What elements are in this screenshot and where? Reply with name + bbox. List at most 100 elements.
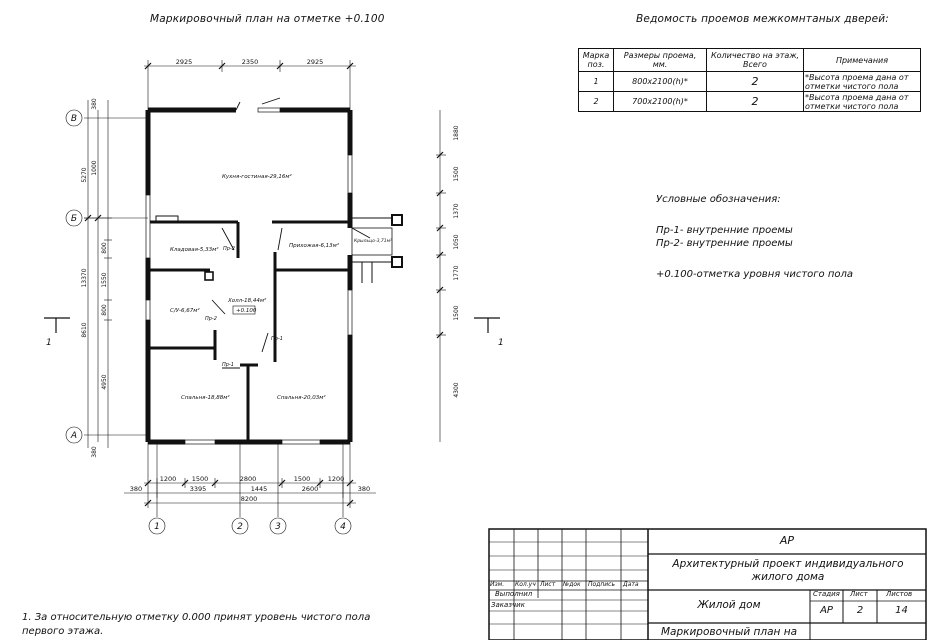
axis-bubble-4: 4	[340, 522, 346, 532]
level-mark: +0.100	[236, 308, 257, 314]
axis-bubble-a: А	[70, 431, 77, 441]
header-mark: Марка поз.	[578, 48, 614, 72]
door-tag: Пр-2	[205, 316, 217, 322]
dim-right: 1370	[453, 203, 460, 218]
dim-bottom-total: 8200	[241, 495, 258, 503]
plan-title: Маркировочный план на отметке +0.100	[150, 13, 385, 25]
dim-left: 380	[91, 98, 98, 110]
stamp-sheet-label: Лист	[850, 590, 868, 598]
dim-top: 2350	[242, 58, 259, 66]
stamp-col-header: Изм.	[490, 581, 505, 588]
row-qty: 2	[706, 91, 804, 112]
row-note: *Высота проема дана от отметки чистого п…	[803, 91, 921, 112]
axis-bubble-v: В	[71, 114, 77, 124]
title-block: Изм. Кол.уч Лист №док Подпись Дата Выпол…	[488, 528, 927, 640]
dim-bottom: 2800	[240, 475, 257, 483]
table-header-row: Марка поз. Размеры проема, мм. Количеств…	[578, 48, 921, 72]
legend-title: Условные обозначения:	[656, 194, 781, 205]
stamp-sheet-name: Маркировочный план на	[660, 626, 798, 638]
dim-left: 5270	[81, 167, 88, 182]
dim-left: 8610	[81, 322, 88, 337]
header-size: Размеры проема, мм.	[613, 48, 707, 72]
table-row: 1 800х2100(h)* 2 *Высота проема дана от …	[578, 71, 921, 92]
stamp-sheet: 2	[856, 605, 864, 616]
dim-left: 1000	[91, 160, 98, 175]
interior-walls	[150, 220, 350, 442]
room-hall-label: Холл-18,44м²	[227, 297, 267, 304]
outer-walls	[145, 107, 353, 445]
dim-left: 1550	[101, 272, 108, 287]
room-kitchen-label: Кухня-гостиная-29,16м²	[222, 173, 293, 180]
dim-left: 380	[91, 446, 98, 458]
stamp-role: Заказчик	[491, 601, 525, 609]
stamp-col-header: Кол.уч	[515, 581, 536, 588]
dim-bottom: 380	[130, 485, 142, 493]
legend: Условные обозначения: Пр-1- внутренние п…	[656, 193, 853, 281]
room-bedroom2-label: Спальня-20,03м²	[277, 394, 326, 401]
dim-right: 1500	[453, 166, 460, 181]
room-bedroom1-label: Спальня-18,88м²	[181, 394, 230, 401]
door-schedule-table: Марка поз. Размеры проема, мм. Количеств…	[578, 48, 921, 112]
door-tag: Пр-1	[222, 362, 234, 368]
axis-bubble-3: 3	[275, 522, 281, 532]
row-size: 700х2100(h)*	[613, 91, 707, 112]
section-mark-right: 1	[498, 338, 504, 348]
dim-bottom: 1500	[192, 475, 209, 483]
dim-right: 4300	[453, 382, 460, 397]
legend-item: Пр-1- внутренние проемы	[656, 225, 793, 236]
legend-level: +0.100-отметка уровня чистого пола	[656, 269, 854, 280]
dim-right: 1500	[453, 305, 460, 320]
door-tag: Пр-2	[223, 246, 235, 252]
floor-plan-drawing: Кухня-гостиная-29,16м² Кладовая-5,33м² П…	[44, 58, 504, 535]
row-mark: 1	[578, 71, 614, 92]
dim-left: 800	[101, 242, 108, 254]
dim-top: 2925	[176, 58, 193, 66]
header-notes: Примечания	[803, 48, 921, 72]
general-notes: 1. За относительную отметку 0.000 принят…	[22, 612, 371, 637]
row-qty: 2	[706, 71, 804, 92]
dim-bottom: 1200	[328, 475, 345, 483]
row-size: 800х2100(h)*	[613, 71, 707, 92]
doors-schedule-title: Ведомость проемов межкомнтаных дверей:	[636, 13, 890, 25]
table-row: 2 700х2100(h)* 2 *Высота проема дана от …	[578, 91, 921, 112]
dim-bottom: 1200	[160, 475, 177, 483]
dim-right: 1880	[453, 125, 460, 140]
dim-bottom: 1500	[294, 475, 311, 483]
dim-bottom: 380	[358, 485, 370, 493]
section-mark-left: 1	[46, 338, 52, 348]
stamp-object: Жилой дом	[697, 599, 761, 611]
axis-bubble-1: 1	[154, 522, 160, 532]
door-tag: Пр-1	[271, 336, 283, 342]
header-qty: Количество на этаж, Всего	[706, 48, 804, 72]
room-porch-label: Крыльцо-3,71м²	[354, 238, 392, 244]
stamp-col-header: Лист	[540, 581, 556, 588]
stamp-stage-label: Стадия	[813, 590, 840, 598]
stamp-stage: АР	[820, 605, 833, 616]
dim-bottom: 3395	[190, 485, 207, 493]
axis-bubble-2: 2	[237, 522, 243, 532]
dim-top: 2925	[307, 58, 324, 66]
stamp-col-header: Подпись	[588, 581, 615, 588]
stamp-sheets-label: Листов	[886, 590, 913, 598]
dim-right: 1770	[453, 265, 460, 280]
stamp-code: АР	[779, 534, 795, 547]
room-hallway-label: Прихожая-6,13м²	[289, 242, 340, 249]
room-bath-label: С/У-6,67м²	[170, 307, 200, 314]
axis-bubble-b: Б	[71, 214, 77, 224]
stamp-project: Архитектурный проект индивидуального жил…	[672, 558, 904, 583]
dim-left: 4950	[101, 374, 108, 389]
stamp-role: Выполнил	[495, 590, 533, 598]
stamp-sheets: 14	[895, 605, 908, 616]
stamp-col-header: №док	[563, 581, 581, 588]
legend-item: Пр-2- внутренние проемы	[656, 238, 793, 249]
row-mark: 2	[578, 91, 614, 112]
row-note: *Высота проема дана от отметки чистого п…	[803, 71, 921, 92]
dim-bottom: 2600	[302, 485, 319, 493]
dim-bottom: 1445	[251, 485, 268, 493]
stamp-col-header: Дата	[623, 581, 639, 588]
dim-right: 1050	[453, 234, 460, 249]
dim-left: 800	[101, 304, 108, 316]
title-block-grid	[488, 528, 927, 640]
room-pantry-label: Кладовая-5,33м²	[170, 246, 219, 253]
dim-left-total: 13370	[81, 268, 88, 287]
